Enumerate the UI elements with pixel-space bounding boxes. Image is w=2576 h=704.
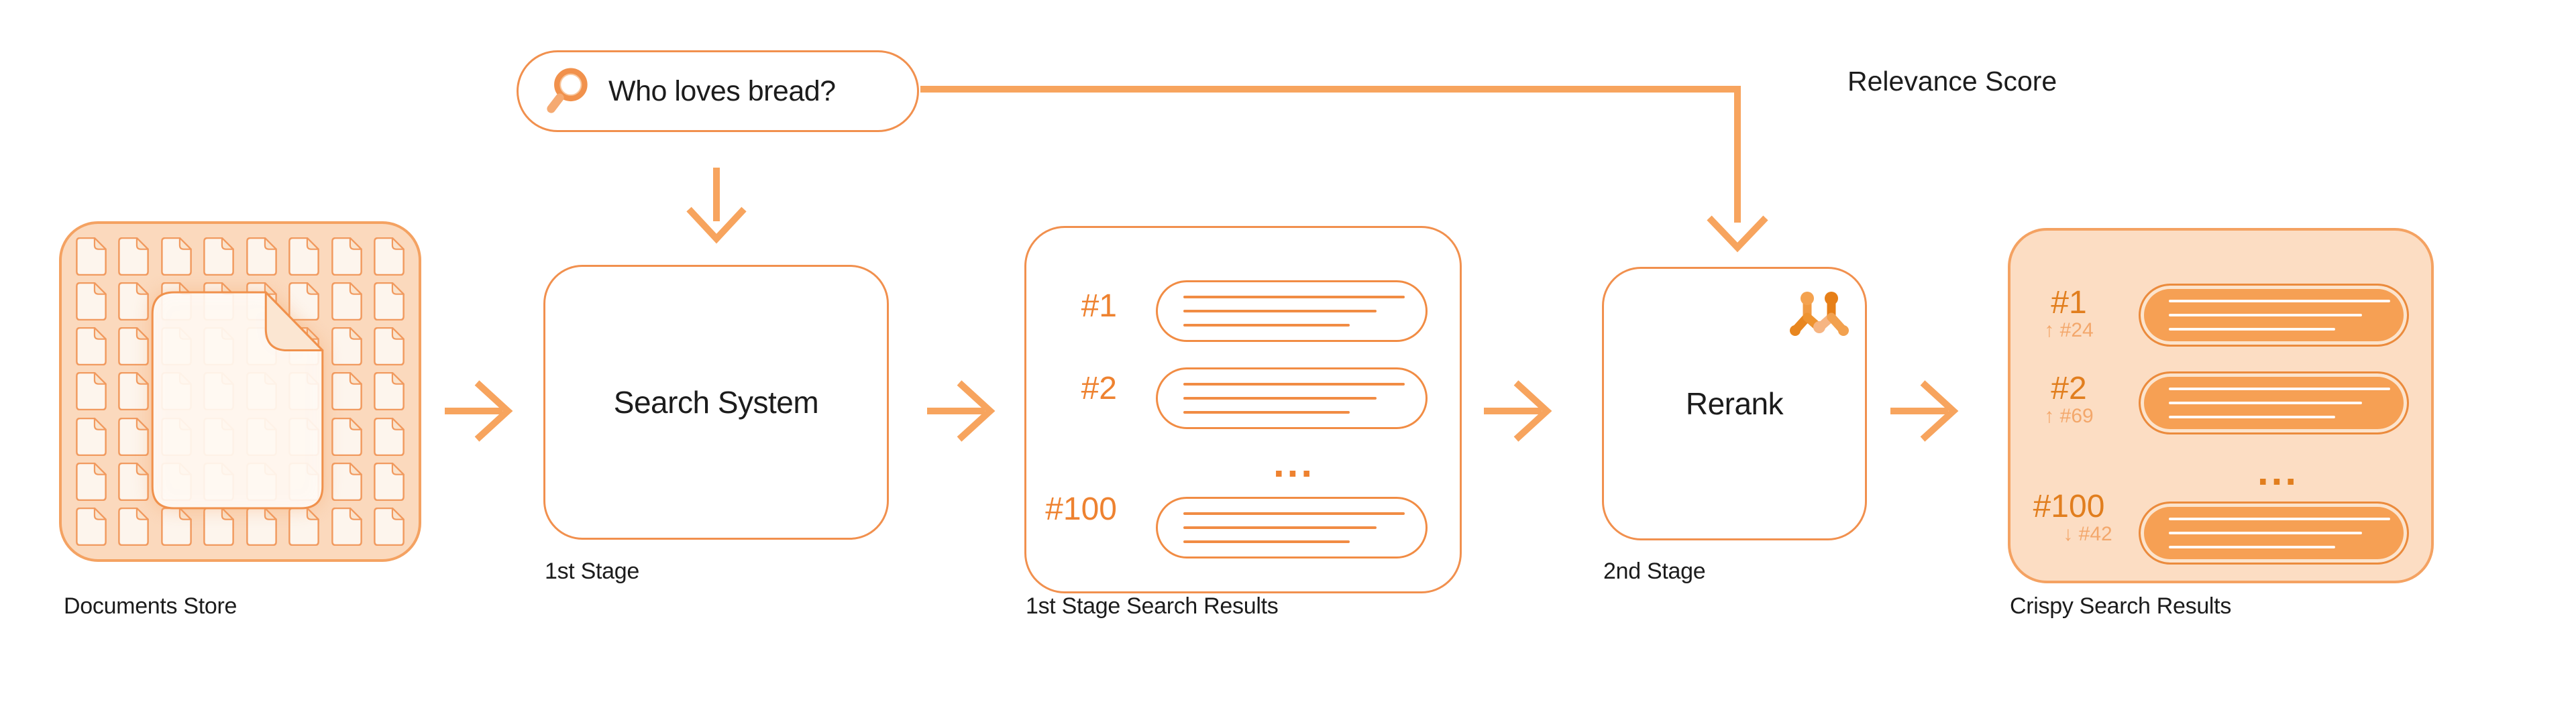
result-item <box>2139 502 2409 565</box>
text-line <box>2169 546 2335 548</box>
document-icon <box>118 327 150 366</box>
text-line <box>1183 310 1377 312</box>
crispy-results-box: #1 ↑ #24 #2 ↑ #69 ... #100 ↓ #42 <box>2008 228 2434 583</box>
document-icon <box>374 327 405 366</box>
document-icon <box>288 237 319 276</box>
document-icon <box>203 507 235 546</box>
rank-label: #1 <box>2051 285 2087 320</box>
document-icon <box>374 237 405 276</box>
document-icon <box>331 417 362 456</box>
result-item <box>2139 371 2409 434</box>
text-line <box>1183 411 1350 414</box>
search-icon <box>547 68 588 113</box>
document-icon <box>76 372 107 411</box>
rank-label: #2 <box>1081 371 1117 406</box>
text-line <box>2169 328 2335 331</box>
result-item <box>1156 280 1428 342</box>
first-results-caption: 1st Stage Search Results <box>1026 593 1279 619</box>
rank-label: #100 <box>1045 491 1117 527</box>
second-stage-caption: 2nd Stage <box>1603 559 1706 584</box>
text-line <box>2169 416 2335 418</box>
document-icon <box>374 372 405 411</box>
text-line <box>1183 512 1405 515</box>
document-icon <box>203 237 235 276</box>
ellipsis: ... <box>2257 449 2300 493</box>
query-to-search-arrow <box>686 168 747 244</box>
document-icon <box>76 282 107 321</box>
rank-label: #1 <box>1081 288 1117 324</box>
document-icon <box>331 372 362 411</box>
search-system-box: Search System <box>543 265 889 540</box>
text-line <box>2169 402 2362 404</box>
results-to-rerank-arrow <box>1484 380 1552 442</box>
documents-store-caption: Documents Store <box>64 593 237 619</box>
text-line <box>1183 540 1350 543</box>
document-icon <box>118 237 150 276</box>
document-icon <box>331 282 362 321</box>
document-icon <box>118 417 150 456</box>
search-system-title: Search System <box>613 385 819 420</box>
query-to-rerank-arrow <box>920 86 1768 253</box>
first-stage-caption: 1st Stage <box>545 559 639 584</box>
first-stage-results-box: #1 #2 ... #100 <box>1024 226 1462 593</box>
document-icon <box>246 237 277 276</box>
rank-delta: ↑ #24 <box>2044 319 2094 341</box>
search-to-results-arrow <box>927 380 996 442</box>
rerank-title: Rerank <box>1685 386 1784 421</box>
document-icon <box>331 462 362 501</box>
store-to-search-arrow <box>445 380 513 442</box>
text-line <box>2169 532 2362 534</box>
result-item <box>1156 497 1428 559</box>
document-icon <box>76 462 107 501</box>
document-icon <box>374 507 405 546</box>
document-icon <box>76 417 107 456</box>
ellipsis: ... <box>1273 441 1316 485</box>
result-item <box>2139 284 2409 347</box>
query-text: Who loves bread? <box>608 74 836 107</box>
text-line <box>1183 397 1377 400</box>
document-icon <box>118 372 150 411</box>
rerank-to-crispy-arrow <box>1890 380 1959 442</box>
document-icon <box>76 507 107 546</box>
document-icon <box>76 237 107 276</box>
document-icon <box>118 507 150 546</box>
document-icon <box>288 507 319 546</box>
document-icon <box>118 462 150 501</box>
text-line <box>2169 518 2390 520</box>
document-icon <box>374 462 405 501</box>
documents-store-box <box>59 221 421 562</box>
rerank-box: Rerank <box>1602 267 1867 540</box>
text-line <box>2169 314 2362 316</box>
text-line <box>1183 526 1377 529</box>
text-line <box>2169 388 2390 390</box>
text-line <box>2169 300 2390 302</box>
crispy-results-caption: Crispy Search Results <box>2010 593 2232 619</box>
molecule-logo-icon <box>1790 292 1849 336</box>
document-icon <box>246 507 277 546</box>
rank-delta: ↓ #42 <box>2063 523 2112 545</box>
document-icon <box>118 282 150 321</box>
document-icon <box>76 327 107 366</box>
search-query-pill: Who loves bread? <box>517 50 919 132</box>
document-icon-large <box>151 291 324 510</box>
text-line <box>1183 324 1350 327</box>
relevance-score-label: Relevance Score <box>1847 66 2057 97</box>
rank-delta: ↑ #69 <box>2044 405 2094 427</box>
document-icon <box>331 237 362 276</box>
text-line <box>1183 383 1405 386</box>
text-line <box>1183 296 1405 298</box>
document-icon <box>160 507 192 546</box>
document-icon <box>374 417 405 456</box>
rank-label: #100 <box>2033 489 2105 524</box>
rank-label: #2 <box>2051 371 2087 406</box>
document-icon <box>331 327 362 366</box>
document-icon <box>331 507 362 546</box>
document-icon <box>374 282 405 321</box>
result-item <box>1156 367 1428 429</box>
document-icon <box>288 282 319 321</box>
document-icon <box>160 237 192 276</box>
